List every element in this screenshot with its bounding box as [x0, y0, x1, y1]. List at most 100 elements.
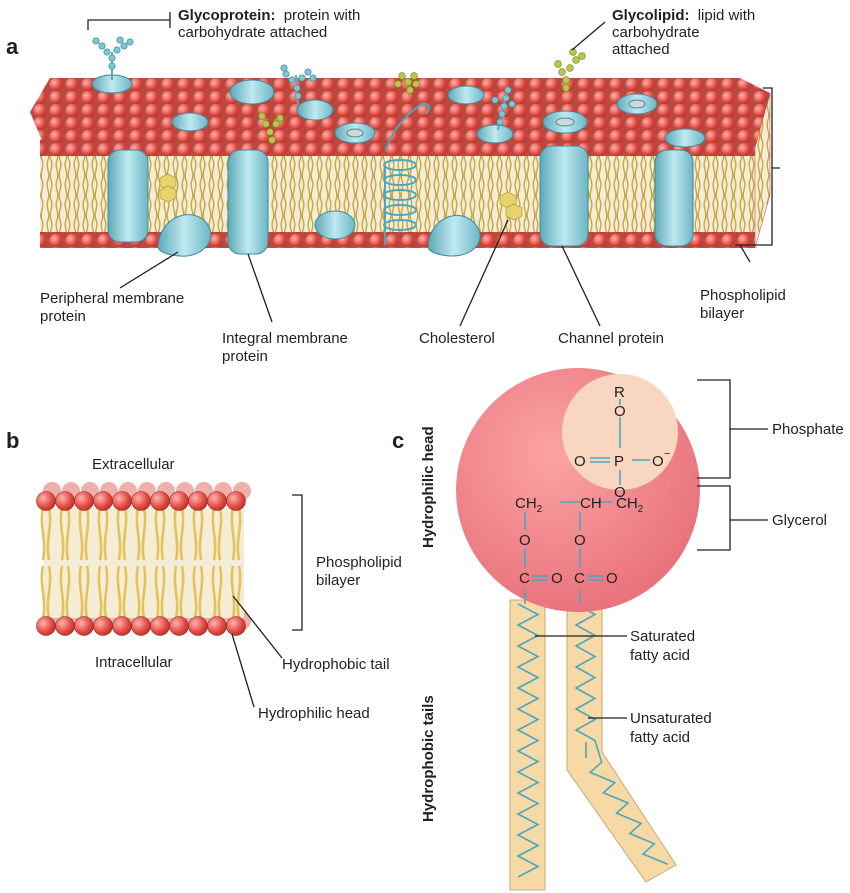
integral-protein-2 — [227, 149, 269, 255]
glycolipid-leader — [571, 21, 606, 51]
helix-protein — [383, 102, 430, 245]
integral-protein-3 — [654, 149, 694, 247]
atom-ch2-left: CH2 — [515, 495, 543, 515]
ch2-right-sub: 2 — [638, 504, 644, 515]
membrane-top-surface — [30, 78, 770, 148]
hydrophilic-head-vlabel: Hydrophilic head — [420, 426, 437, 548]
ch2-left-sub: 2 — [537, 504, 543, 515]
atom-o-ester2: O — [574, 532, 586, 549]
bilayer-tail-lower — [154, 565, 166, 619]
glycerol-label: Glycerol — [772, 512, 827, 529]
bilayer-tail-lower — [135, 565, 147, 619]
glycolipid-desc-1: lipid with — [698, 7, 756, 24]
atom-o-right: O — [652, 453, 664, 470]
bilayer-head — [226, 491, 246, 511]
bilayer-head — [74, 616, 94, 636]
atoms: R O O P O − O CH2 CH CH2 O O C O C O — [515, 384, 670, 587]
atom-r: R — [614, 384, 625, 401]
bilayer-leader-a — [739, 244, 751, 263]
unsaturated-chain — [574, 603, 668, 865]
bilayer-tail-upper — [154, 507, 166, 561]
cholesterol-leader — [459, 219, 509, 327]
peripheral-label-2: protein — [40, 308, 86, 325]
bilayer-tail-upper — [211, 507, 223, 561]
bilayer-head — [188, 616, 208, 636]
bilayer-bracket-a — [735, 87, 780, 246]
bilayer-tail-upper — [40, 507, 52, 561]
glycolipid-desc-2: carbohydrate — [612, 24, 700, 41]
bilayer-tail-lower — [192, 565, 204, 619]
bilayer-head — [150, 616, 170, 636]
unsaturated-label-1: Unsaturated — [630, 710, 712, 727]
integral-protein-1 — [107, 149, 149, 243]
glycoprotein-term: Glycoprotein: — [178, 7, 276, 24]
bilayer-head — [55, 616, 75, 636]
bilayer-head — [226, 616, 246, 636]
chemical-bonds — [524, 399, 650, 604]
panel-b-letter: b — [6, 428, 19, 453]
tail-label: Hydrophobic tail — [282, 656, 390, 673]
extracellular-label: Extracellular — [92, 456, 175, 473]
intracellular-label: Intracellular — [95, 654, 173, 671]
bilayer-tail-lower — [78, 565, 90, 619]
bilayer-bracket-b — [292, 494, 303, 631]
glycoprotein-chains — [92, 36, 516, 131]
bilayer-a-label-2: bilayer — [700, 305, 744, 322]
atom-o-top: O — [614, 403, 626, 420]
glycolipid-chains — [258, 48, 586, 144]
glycoprotein-desc-2: carbohydrate attached — [178, 24, 327, 41]
bilayer-tail-upper — [59, 507, 71, 561]
bilayer-tail-upper — [230, 507, 242, 561]
integral-label-2: protein — [222, 348, 268, 365]
bilayer-head — [131, 491, 151, 511]
panel-c-letter: c — [392, 428, 404, 453]
bilayer-tail-lower — [211, 565, 223, 619]
charge-minus: − — [664, 448, 670, 460]
bilayer-tail-upper — [116, 507, 128, 561]
surface-proteins — [91, 74, 706, 148]
unsaturated-label-2: fatty acid — [630, 729, 690, 746]
atom-o-dbl2: O — [606, 570, 618, 587]
bilayer-head — [36, 491, 56, 511]
ch2-right-ch: CH — [616, 495, 638, 512]
hydrophobic-tails-vlabel: Hydrophobic tails — [420, 695, 437, 822]
bilayer-tail-upper — [78, 507, 90, 561]
bilayer-head — [74, 491, 94, 511]
glycoprotein-desc-1: protein with — [284, 7, 361, 24]
bilayer-head — [36, 616, 56, 636]
integral-leader — [247, 253, 273, 323]
bilayer-tail-lower — [116, 565, 128, 619]
panel-a-letter: a — [6, 34, 19, 59]
integral-protein-4 — [314, 210, 356, 240]
bilayer-head — [112, 491, 132, 511]
peripheral-leader — [119, 251, 179, 289]
membrane-front-upper-heads — [40, 140, 755, 156]
bilayer-tail-upper — [135, 507, 147, 561]
glycolipid-desc-3: attached — [612, 41, 670, 58]
bilayer-tail-lower — [40, 565, 52, 619]
glycoprotein-label-line1: Glycoprotein: protein with — [178, 7, 360, 24]
head-leader — [231, 633, 255, 708]
bilayer-b — [36, 482, 251, 636]
bilayer-head — [188, 491, 208, 511]
saturated-chain — [516, 603, 540, 878]
ch2-left-ch: CH — [515, 495, 537, 512]
bilayer-b-label-2: bilayer — [316, 572, 360, 589]
atom-o-ester1: O — [519, 532, 531, 549]
bilayer-a-label-1: Phospholipid — [700, 287, 786, 304]
bilayer-tail-upper — [173, 507, 185, 561]
bilayer-tail-lower — [230, 565, 242, 619]
atom-c1: C — [519, 570, 530, 587]
panel-a: a — [6, 7, 786, 365]
panel-c: c Hydrophilic head Hydrophobic tails — [392, 368, 844, 891]
atom-p: P — [614, 453, 624, 470]
bilayer-head — [93, 491, 113, 511]
channel-label: Channel protein — [558, 330, 664, 347]
bilayer-head — [93, 616, 113, 636]
glycoprotein-bracket — [87, 12, 171, 30]
peripheral-protein-2 — [427, 214, 481, 257]
atom-ch2-right: CH2 — [616, 495, 644, 515]
panel-b: b Extracellular Intracellular Phospholip… — [6, 428, 402, 722]
peripheral-protein — [157, 214, 212, 257]
bilayer-head — [207, 491, 227, 511]
